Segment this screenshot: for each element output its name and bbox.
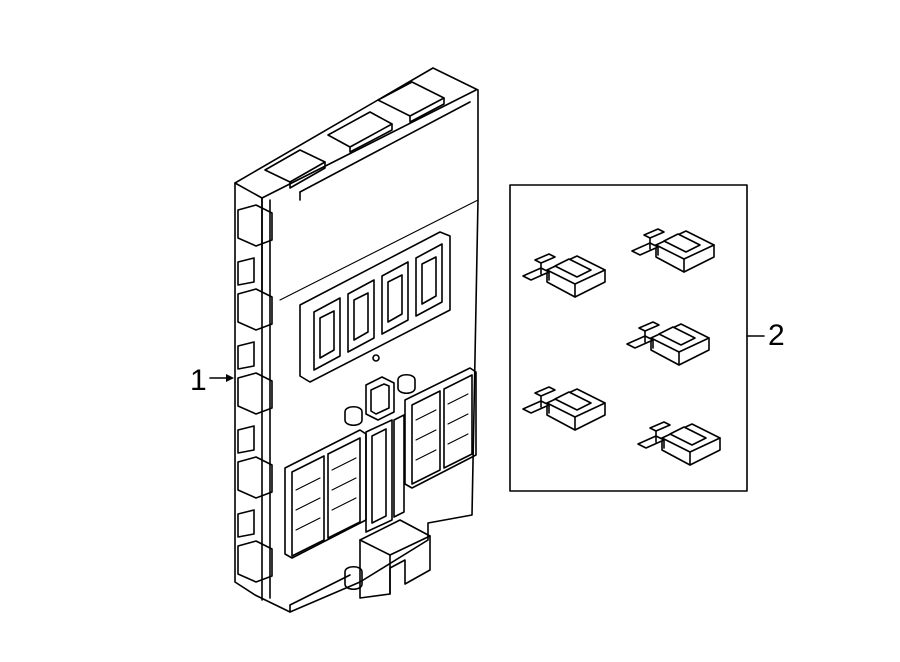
- mini-fuse: [637, 421, 721, 466]
- callout-number-1: 1: [190, 364, 207, 397]
- mini-fuse: [522, 253, 606, 298]
- callout-1-leader: [209, 374, 234, 382]
- fuse-set-frame: [509, 184, 765, 492]
- mini-fuse: [631, 228, 715, 273]
- mini-fuse: [626, 321, 710, 366]
- body-control-module: [234, 67, 479, 613]
- callout-number-2: 2: [768, 319, 785, 352]
- mini-fuse: [522, 386, 606, 431]
